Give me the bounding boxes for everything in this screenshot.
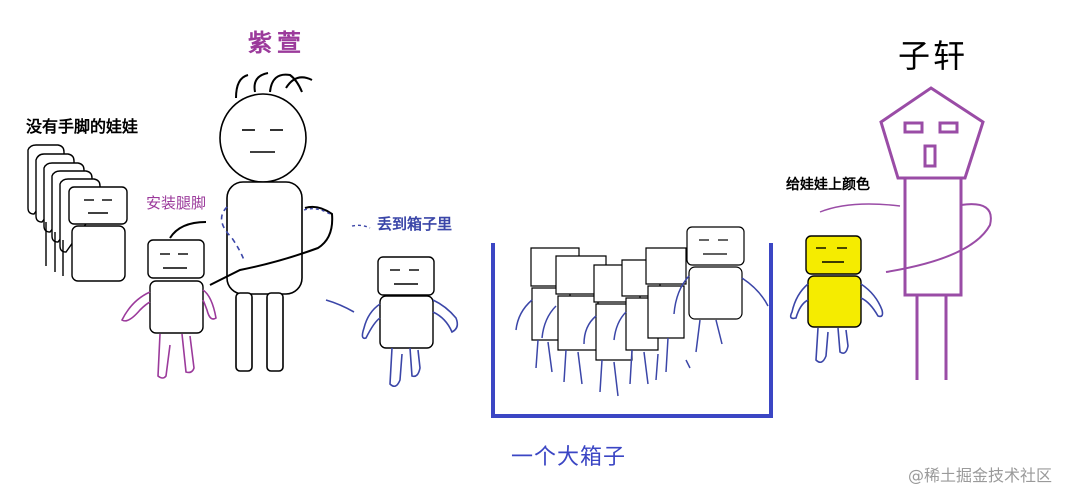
label-color-dolls: 给娃娃上颜色 (786, 177, 870, 193)
watermark: @稀土掘金技术社区 (908, 466, 1053, 485)
label-install-legs: 安装腿脚 (146, 194, 207, 212)
label-throw-into-box: 丢到箱子里 (377, 215, 453, 233)
ziyuan-leg-left (235, 292, 253, 372)
box-front-doll-head (686, 226, 745, 266)
label-dolls-without-limbs: 没有手脚的娃娃 (26, 117, 139, 136)
label-ziyuan: 紫萱 (248, 29, 306, 57)
ziyuan-body (226, 181, 303, 295)
doll-colored (789, 203, 901, 364)
front-doll-head (68, 186, 128, 225)
ziyuan-figure (169, 72, 334, 372)
big-box (491, 226, 773, 418)
ziyuan-leg-right (266, 292, 284, 372)
doll-installing-legs (120, 239, 217, 379)
zixuan-figure (879, 86, 992, 380)
big-box-outline (491, 243, 773, 418)
doll-thrown (303, 207, 459, 388)
label-zixuan: 子轩 (898, 37, 969, 75)
doll-stack (27, 144, 128, 282)
front-doll-body (71, 225, 126, 282)
label-big-box: 一个大箱子 (511, 445, 627, 470)
ziyuan-head (219, 93, 307, 183)
zixuan-body (903, 176, 963, 297)
box-front-doll-body (688, 266, 743, 320)
